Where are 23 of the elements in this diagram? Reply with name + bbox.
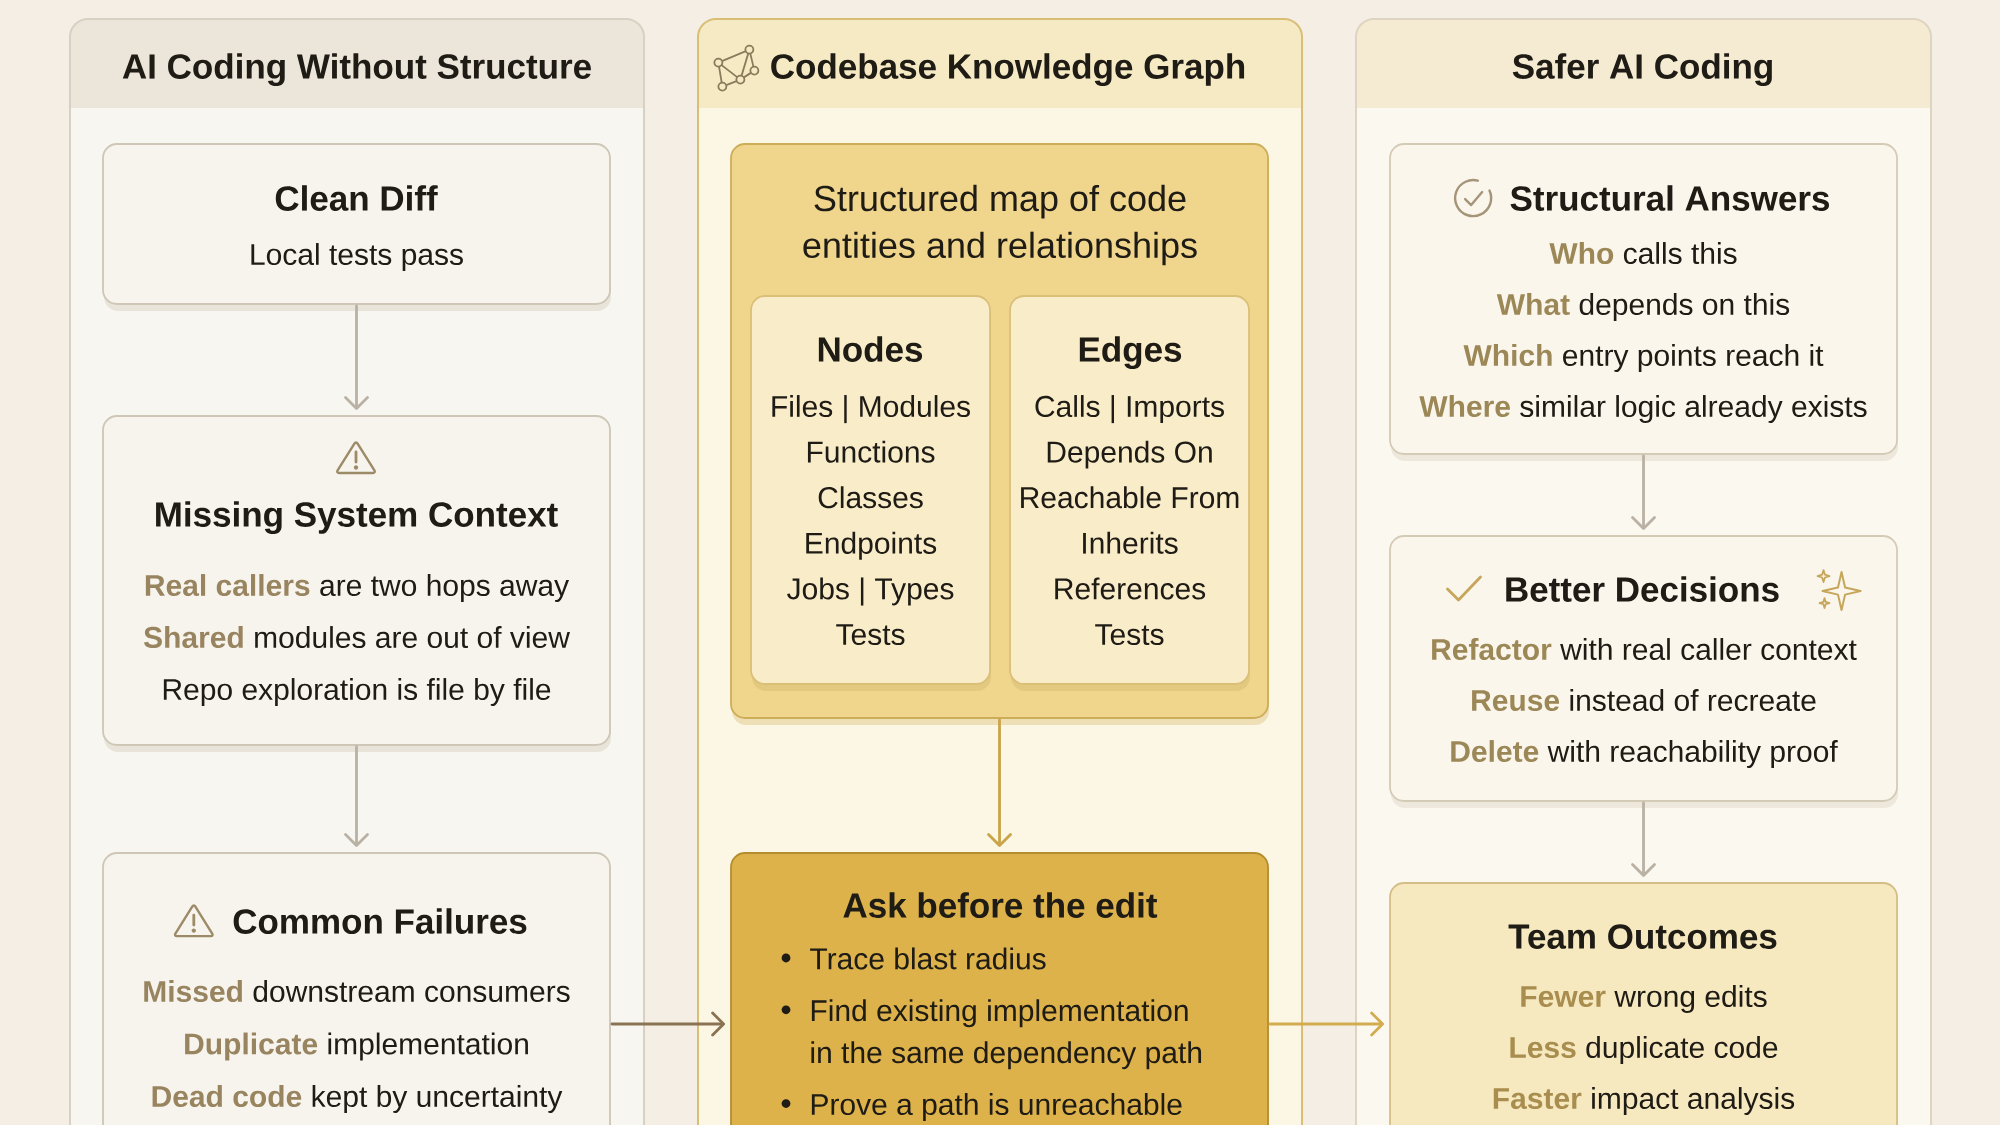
card-title: Team Outcomes bbox=[1508, 924, 1777, 949]
body-text: Dead code kept by uncertainty bbox=[152, 1085, 563, 1113]
arrow bbox=[344, 745, 369, 847]
description-text: Structured map of code entities and relationships bbox=[803, 184, 1197, 266]
list-item: Trace blast radius bbox=[810, 947, 1046, 970]
panel-title: Safer AI Coding bbox=[1512, 53, 1772, 86]
arrow bbox=[1268, 1011, 1384, 1037]
arrow bbox=[344, 304, 369, 410]
panel-title: AI Coding Without Structure bbox=[122, 53, 591, 86]
body-text: Faster impact analysis bbox=[1493, 1087, 1795, 1115]
body-text: Duplicate implementation bbox=[185, 1032, 528, 1061]
list-item: Prove a path is unreachable bbox=[811, 1093, 1182, 1121]
arrow bbox=[1631, 801, 1656, 877]
card-title: Common Failures bbox=[233, 908, 527, 934]
arrow bbox=[610, 1011, 725, 1037]
body-text: Fewer wrong edits bbox=[1521, 985, 1767, 1013]
body-text: Less duplicate code bbox=[1510, 1036, 1778, 1064]
card-title: Ask before the edit bbox=[843, 892, 1158, 918]
arrow bbox=[987, 718, 1012, 847]
body-text: Missed downstream consumers bbox=[144, 980, 570, 1003]
panel-title: Codebase Knowledge Graph bbox=[771, 53, 1245, 86]
arrow bbox=[1631, 454, 1656, 530]
list-item: Find existing implementation in the same dependency path bbox=[811, 999, 1202, 1070]
